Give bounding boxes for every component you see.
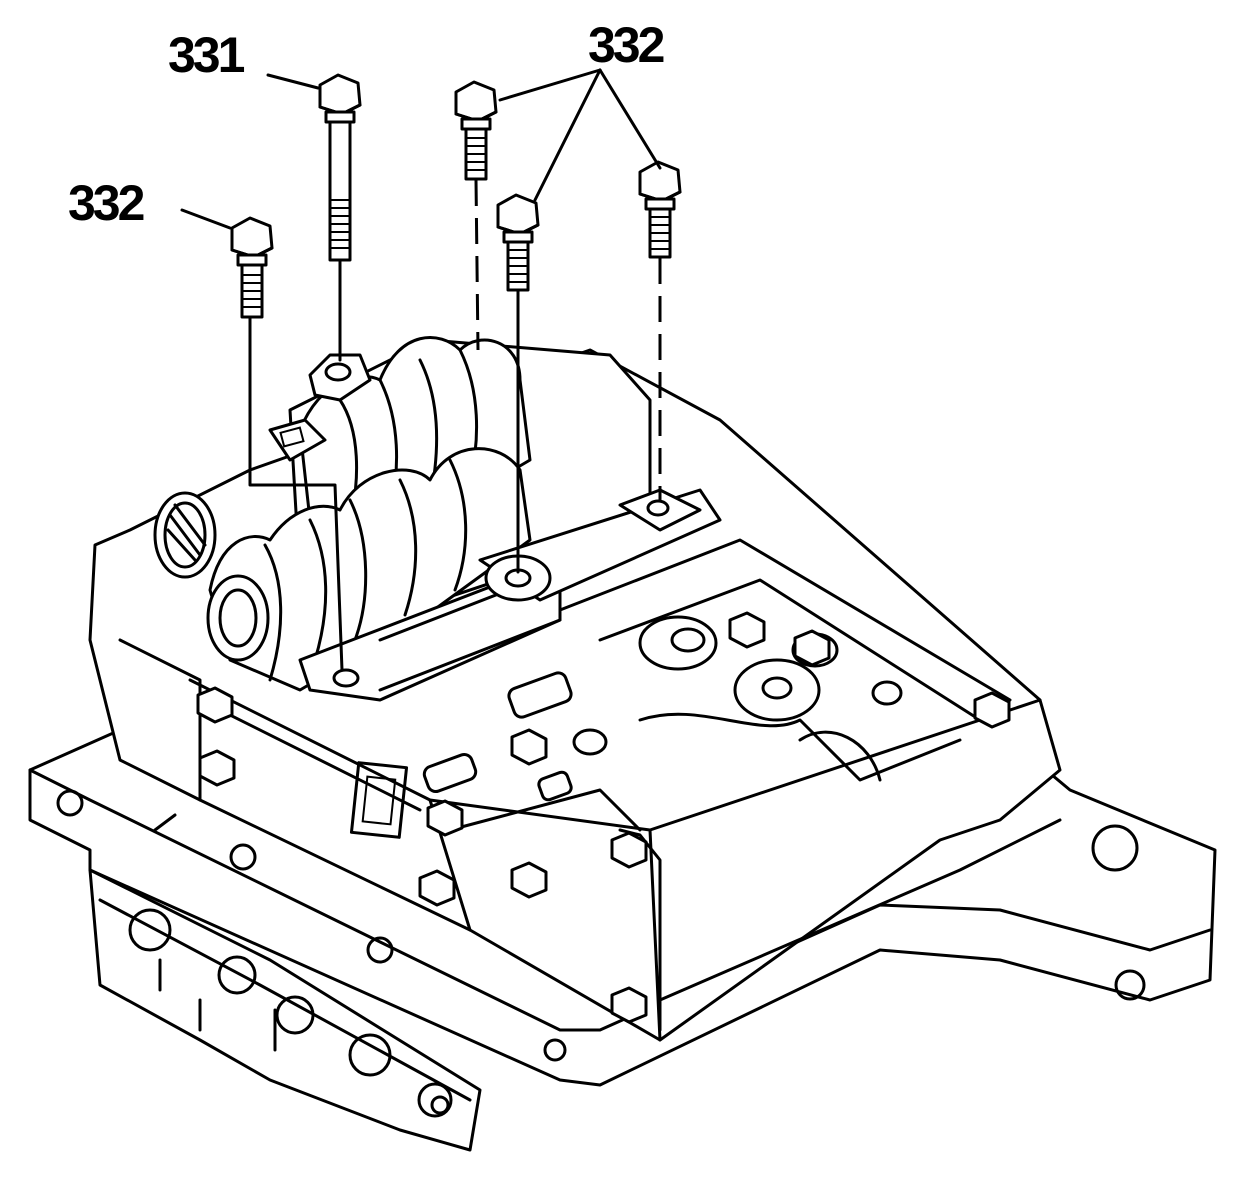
bolt-332-back <box>454 80 498 351</box>
hex-nut-icon <box>610 986 648 1024</box>
bolt-icon <box>454 80 498 181</box>
hex-nut-icon <box>196 686 234 724</box>
hex-nut-icon <box>426 799 464 837</box>
leader-lines <box>180 68 662 230</box>
bolt-icon <box>496 193 540 292</box>
callout-331: 331 <box>168 27 245 83</box>
lower-casting <box>88 868 482 1152</box>
hex-nut-icon <box>728 611 766 649</box>
bolt-332-left <box>230 216 344 672</box>
bolt-331 <box>318 73 362 362</box>
callout-332-left: 332 <box>68 175 144 231</box>
bolt-icon <box>318 73 362 262</box>
hex-nut-icon <box>510 861 548 899</box>
bolt-holes <box>308 353 702 688</box>
hex-nut-icon <box>198 749 236 787</box>
body-bolts <box>196 611 1011 1024</box>
bolt-icon <box>230 216 274 319</box>
hex-nut-icon <box>418 869 456 907</box>
hex-nut-icon <box>973 691 1011 729</box>
hex-nut-icon <box>793 629 831 667</box>
bolt-icon <box>638 160 682 259</box>
callout-332-top: 332 <box>588 17 664 73</box>
bolt-332-right <box>638 160 682 500</box>
hex-nut-icon <box>510 728 548 766</box>
bolt-332-middle <box>496 193 540 574</box>
hex-nut-icon <box>610 831 648 869</box>
washer-icon <box>484 554 552 602</box>
